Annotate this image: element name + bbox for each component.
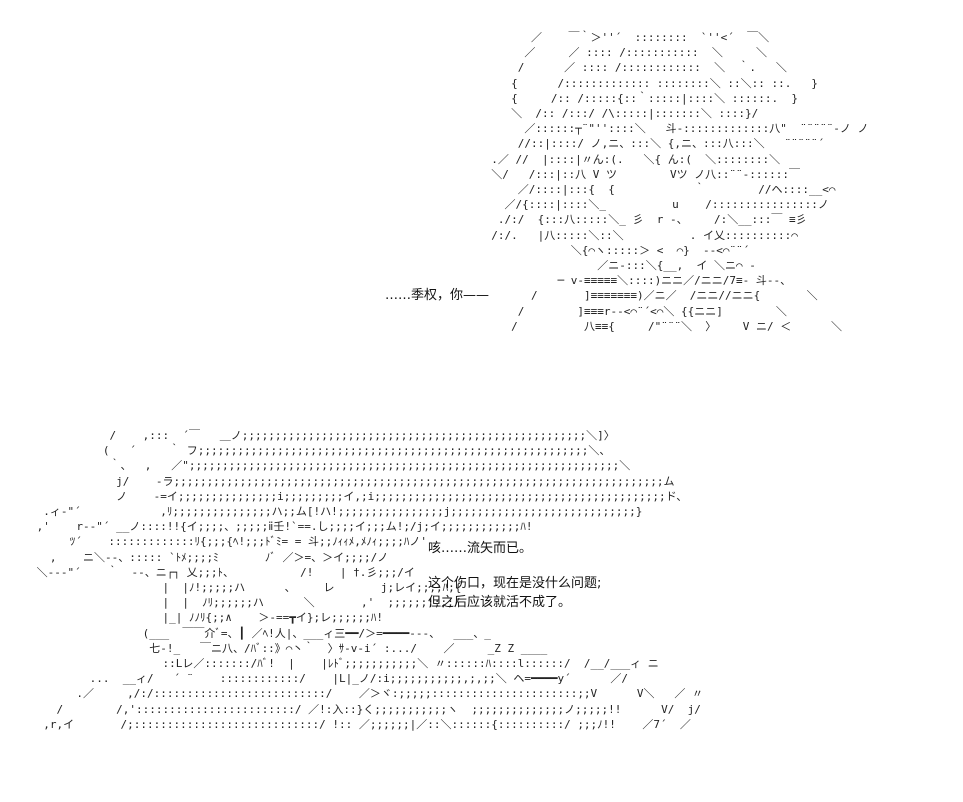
dialogue-line-bottom-1: 咳……流矢而已。	[428, 541, 533, 556]
bottom-character-ascii-art: / ,::: ´￣ ＿ノ;;;;;;;;;;;;;;;;;;;;;;;;;;;;…	[36, 429, 704, 731]
top-character-ascii-art: ／ ￣｀＞''´ :::::::: `''<´ ￣＼ ／ ／ :::: /:::…	[491, 31, 869, 333]
dialogue-line-bottom-3: 但之后应该就活不成了。	[428, 595, 572, 610]
dialogue-line-bottom-2: 这个伤口，现在是没什么问题;	[428, 576, 602, 591]
dialogue-line-top: ……季权，你——	[385, 288, 490, 303]
